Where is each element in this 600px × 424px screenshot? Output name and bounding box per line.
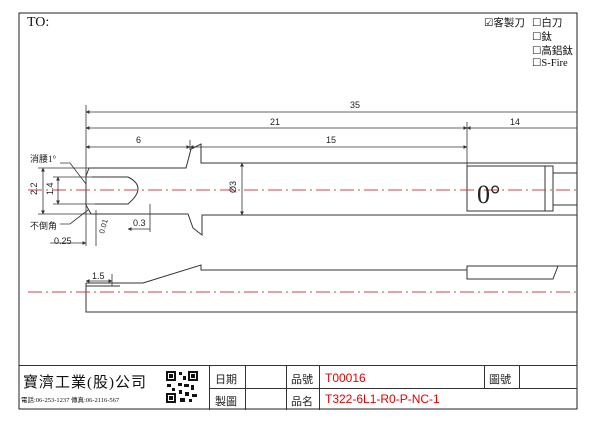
dim-6-text: 6: [136, 135, 141, 145]
dim-21-text: 21: [270, 117, 280, 127]
option-white-tool[interactable]: ☐白刀: [532, 18, 563, 29]
title-col-6: [519, 366, 520, 388]
upper-view: [28, 143, 577, 237]
title-block: 寶濟工業(股)公司 電話:06-253-1237 傳真:06-2116-567 …: [19, 365, 577, 410]
dim-0.25-text: 0.25: [54, 236, 72, 246]
leader-no-chamfer: [60, 209, 89, 225]
date-label: 日期: [215, 374, 237, 386]
dim-35-text: 35: [350, 100, 360, 110]
to-label: TO:: [27, 15, 50, 30]
part-no-label: 品號: [291, 374, 313, 386]
drawing-frame: [18, 12, 578, 410]
dim-2.2-text: 2.2: [29, 182, 39, 195]
dim-14-text: 14: [510, 117, 520, 127]
lower-step: [466, 265, 559, 280]
title-col-5: [484, 366, 485, 388]
company-name: 寶濟工業(股)公司: [23, 375, 147, 391]
upper-tool-lower-outline: [85, 204, 577, 237]
angle-window: [466, 165, 554, 212]
lower-view: [28, 264, 577, 313]
option-s-fire[interactable]: ☐S-Fire: [532, 58, 568, 69]
dim-15-text: 15: [326, 135, 336, 145]
part-no-value: T00016: [325, 371, 366, 385]
drawing-label: 製圖: [215, 396, 237, 408]
no-chamfer-annotation: 不倒角: [30, 220, 57, 231]
leader-relief: [60, 162, 87, 185]
dim-0.3-text: 0.3: [133, 218, 146, 228]
part-name-label: 品名: [291, 396, 313, 408]
option-altin[interactable]: ☐高鋁鈦: [532, 46, 573, 57]
upper-dimensions: [38, 105, 577, 246]
angle-box-text: 0°: [477, 180, 500, 209]
dim-angle-text: 0.01: [97, 218, 109, 234]
lower-tool-outline: [86, 264, 577, 284]
title-col-2: [245, 366, 246, 410]
dim-dia-shank-text: Ø3: [228, 181, 238, 193]
part-name-value: T322-6L1-R0-P-NC-1: [325, 392, 440, 406]
ball-nose: [92, 176, 139, 205]
lower-tool-outline-2: [85, 283, 577, 313]
title-mid-line: [209, 388, 577, 389]
dim-1.4-text: 1.4: [45, 182, 55, 195]
option-custom-tool[interactable]: ☑客製刀: [484, 18, 525, 29]
title-col-4: [319, 366, 320, 410]
dim-1.5-text: 1.5: [92, 271, 105, 281]
shank-chamfer: [553, 172, 577, 206]
drawing-no-label: 圖號: [489, 374, 511, 386]
upper-tool-outline: [85, 143, 577, 177]
company-contact: 電話:06-253-1237 傳真:06-2116-567: [21, 397, 120, 404]
relief-annotation: 消腰1°: [30, 153, 57, 164]
option-titanium[interactable]: ☐鈦: [532, 32, 552, 43]
title-col-1: [209, 366, 210, 410]
title-col-3: [286, 366, 287, 410]
qr-code-icon: [165, 370, 199, 404]
